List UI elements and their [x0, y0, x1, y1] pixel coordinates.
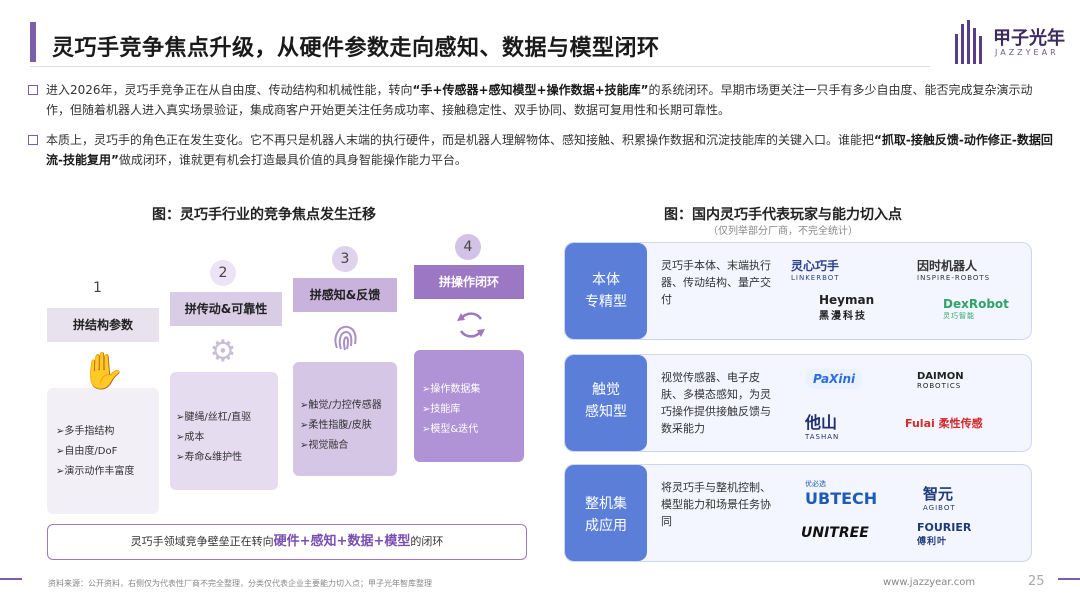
step-1-list: ➢多手指结构 ➢自由度/DoF ➢演示动作丰富度	[56, 426, 135, 477]
page-title: 灵巧手竞争焦点升级，从硬件参数走向感知、数据与模型闭环	[52, 36, 660, 61]
step-4-panel	[414, 350, 524, 462]
cycle-icon	[448, 305, 494, 345]
step-2-list: ➢腱绳/丝杠/直驱 ➢成本 ➢寿命&维护性	[176, 412, 252, 463]
step-2-number: 2	[210, 260, 236, 286]
gear-icon: ⚙	[209, 334, 237, 369]
step-2-label: 拼传动&可靠性	[170, 292, 282, 326]
card-tag: 本体 专精型	[565, 243, 647, 339]
left-figure-title: 图：灵巧手行业的竞争焦点发生迁移	[152, 207, 376, 223]
step-3-list: ➢触觉/力控传感器 ➢柔性指腹/皮肤 ➢视觉融合	[300, 400, 382, 451]
card-description: 将灵巧手与整机控制、模型能力和场景任务协同	[661, 481, 771, 528]
footer-accent-left	[0, 578, 22, 580]
card-tag: 触觉 感知型	[565, 355, 647, 451]
square-bullet-icon	[28, 135, 38, 145]
right-figure-title: 图：国内灵巧手代表玩家与能力切入点	[664, 207, 902, 223]
step-2-panel	[170, 372, 278, 490]
brand-fulai: Fulai 柔性传感	[905, 417, 983, 430]
logo-text-en: JAZZYEAR	[995, 48, 1059, 57]
step-1-panel	[47, 388, 159, 514]
footer-url[interactable]: www.jazzyear.com	[883, 577, 976, 588]
step-1-label: 拼结构参数	[47, 308, 159, 342]
step-4-number: 4	[455, 234, 481, 260]
card-tag: 整机集 成应用	[565, 465, 647, 561]
barrier-summary-box: 灵巧手领域竞争壁垒正在转向硬件+感知+数据+模型的闭环	[47, 524, 527, 560]
card-description: 灵巧手本体、末端执行器、传动结构、量产交付	[661, 259, 771, 306]
logo-mark-icon	[955, 20, 985, 64]
step-4-list: ➢操作数据集 ➢技能库 ➢模型&迭代	[422, 384, 481, 435]
footer-source: 资料来源：公开资料，右侧仅为代表性厂商不完全整理，分类仅代表企业主要能力切入点；…	[48, 579, 432, 588]
fingerprint-icon	[322, 318, 368, 358]
brand-paxini: PaXini	[805, 369, 864, 389]
footer-accent-right	[1058, 578, 1080, 580]
hand-icon: ✋	[80, 351, 126, 392]
step-3-panel	[293, 362, 397, 476]
jazzyear-logo: 甲子光年 JAZZYEAR	[955, 20, 1065, 64]
step-4-label: 拼操作闭环	[414, 265, 524, 299]
card-description: 视觉传感器、电子皮肤、多模态感知，为灵巧操作提供接触反馈与数采能力	[661, 371, 771, 435]
paragraph-1: 进入2026年，灵巧手竞争正在从自由度、传动结构和机械性能，转向“手+传感器+感…	[28, 80, 1056, 120]
step-1-number: 1	[93, 280, 102, 296]
step-3-label: 拼感知&反馈	[293, 278, 397, 312]
brand-unitree: UNITREE	[801, 525, 869, 541]
logo-text-cn: 甲子光年	[993, 28, 1065, 49]
step-3-number: 3	[332, 246, 358, 272]
page-number: 25	[1028, 574, 1045, 589]
paragraph-2: 本质上，灵巧手的角色正在发生变化。它不再只是机器人末端的执行硬件，而是机器人理解…	[28, 130, 1056, 170]
right-figure-subtitle: （仅列举部分厂商，不完全统计）	[708, 226, 858, 237]
player-card-tactile-sensing: 触觉 感知型 视觉传感器、电子皮肤、多模态感知，为灵巧操作提供接触反馈与数采能力…	[564, 354, 1032, 452]
title-accent-bar	[30, 22, 36, 62]
title-divider	[30, 66, 930, 67]
square-bullet-icon	[28, 85, 38, 95]
